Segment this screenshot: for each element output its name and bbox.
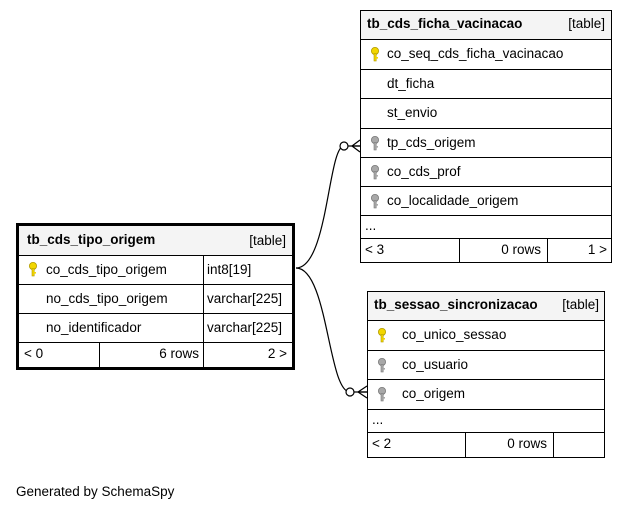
- row-count: 0 rows: [501, 242, 541, 257]
- parents-link[interactable]: < 0: [24, 346, 44, 361]
- crowsfoot-circle-sessao: [345, 387, 355, 397]
- table-footer: < 0 6 rows 2 >: [19, 343, 292, 367]
- footer-divider: [459, 239, 460, 262]
- generated-by-credit: Generated by SchemaSpy: [16, 484, 175, 499]
- footer-divider: [99, 343, 100, 367]
- column-name: st_envio: [387, 105, 438, 120]
- column-name: co_cds_prof: [387, 164, 461, 179]
- children-link[interactable]: 2 >: [267, 346, 287, 361]
- table-header: tb_cds_ficha_vacinacao [table]: [361, 11, 611, 40]
- footer-divider: [203, 343, 204, 367]
- table-tb-sessao-sincronizacao[interactable]: tb_sessao_sincronizacao [table] co_unico…: [367, 291, 605, 458]
- column-name: co_unico_sessao: [402, 327, 507, 342]
- column-name: tp_cds_origem: [387, 135, 476, 150]
- column-divider: [203, 285, 204, 313]
- column-divider: [203, 256, 204, 284]
- column-name: dt_ficha: [387, 76, 435, 91]
- column-row[interactable]: co_origem: [368, 380, 604, 410]
- children-link[interactable]: 1 >: [587, 242, 607, 257]
- foreign-key-icon: [378, 387, 386, 402]
- table-tb-cds-ficha-vacinacao[interactable]: tb_cds_ficha_vacinacao [table] co_seq_cd…: [360, 10, 612, 263]
- column-row[interactable]: no_cds_tipo_origem varchar[225]: [19, 285, 292, 314]
- column-type: varchar[225]: [207, 320, 283, 335]
- table-name: tb_cds_ficha_vacinacao: [367, 16, 523, 31]
- primary-key-icon: [29, 262, 37, 277]
- table-footer: < 3 0 rows 1 >: [361, 239, 611, 262]
- crowsfoot-circle-ficha: [339, 141, 349, 151]
- parents-link[interactable]: < 3: [365, 242, 385, 257]
- column-name: co_localidade_origem: [387, 193, 519, 208]
- foreign-key-icon: [371, 136, 379, 151]
- column-type: int8[19]: [207, 262, 252, 277]
- column-row[interactable]: tp_cds_origem: [361, 129, 611, 158]
- table-name: tb_cds_tipo_origem: [27, 232, 156, 247]
- column-row[interactable]: co_localidade_origem: [361, 187, 611, 216]
- primary-key-icon: [371, 47, 379, 62]
- table-header: tb_sessao_sincronizacao [table]: [368, 292, 604, 321]
- table-type-tag: [table]: [568, 16, 605, 31]
- relation-line-sessao-sincronizacao: [295, 267, 367, 393]
- more-columns-row: ...: [361, 216, 611, 239]
- footer-divider: [553, 433, 554, 457]
- crowsfoot-sessao: [357, 385, 368, 399]
- column-row[interactable]: co_unico_sessao: [368, 321, 604, 351]
- table-tb-cds-tipo-origem[interactable]: tb_cds_tipo_origem [table] co_cds_tipo_o…: [16, 223, 295, 370]
- column-type: varchar[225]: [207, 291, 283, 306]
- table-name: tb_sessao_sincronizacao: [374, 297, 538, 312]
- column-name: co_origem: [402, 386, 466, 401]
- foreign-key-icon: [378, 358, 386, 373]
- column-name: no_cds_tipo_origem: [46, 291, 168, 306]
- table-footer: < 2 0 rows: [368, 433, 604, 457]
- table-type-tag: [table]: [562, 297, 599, 312]
- column-name: co_usuario: [402, 357, 469, 372]
- primary-key-icon: [378, 328, 386, 343]
- more-columns-row: ...: [368, 410, 604, 433]
- foreign-key-icon: [371, 165, 379, 180]
- column-row[interactable]: co_cds_tipo_origem int8[19]: [19, 256, 292, 285]
- column-row[interactable]: no_identificador varchar[225]: [19, 314, 292, 343]
- row-count: 0 rows: [507, 436, 547, 451]
- column-row[interactable]: co_usuario: [368, 351, 604, 380]
- foreign-key-icon: [371, 194, 379, 209]
- column-divider: [203, 314, 204, 342]
- footer-divider: [547, 239, 548, 262]
- row-count: 6 rows: [159, 346, 199, 361]
- column-name: co_cds_tipo_origem: [46, 262, 167, 277]
- more-columns-indicator: ...: [365, 218, 377, 233]
- column-row[interactable]: dt_ficha: [361, 70, 611, 99]
- table-header: tb_cds_tipo_origem [table]: [19, 226, 292, 256]
- crowsfoot-ficha: [351, 139, 361, 153]
- column-row[interactable]: st_envio: [361, 99, 611, 129]
- column-name: no_identificador: [46, 320, 142, 335]
- table-type-tag: [table]: [249, 233, 286, 248]
- column-name: co_seq_cds_ficha_vacinacao: [387, 46, 564, 61]
- relation-line-ficha-vacinacao: [295, 145, 360, 269]
- column-row[interactable]: co_seq_cds_ficha_vacinacao: [361, 40, 611, 70]
- parents-link[interactable]: < 2: [372, 436, 392, 451]
- more-columns-indicator: ...: [372, 412, 384, 427]
- footer-divider: [465, 433, 466, 457]
- column-row[interactable]: co_cds_prof: [361, 158, 611, 187]
